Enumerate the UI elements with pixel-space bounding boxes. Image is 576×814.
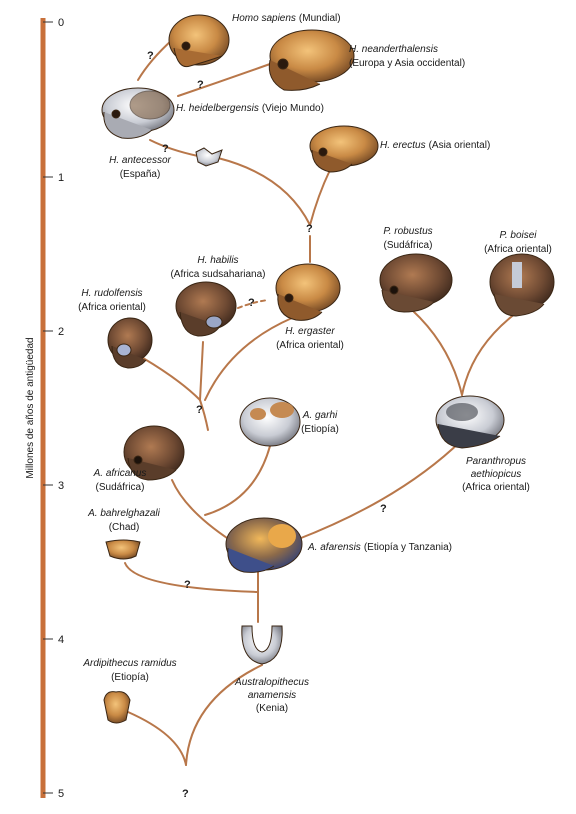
label-anamensis-name-1: Australopithecus	[234, 677, 309, 688]
axis-title: Millones de años de antigüedad	[25, 337, 36, 478]
label-boisei-name: P. boisei	[499, 230, 537, 241]
label-bahrelghazali-name: A. bahrelghazali	[87, 508, 160, 519]
label-rudolfensis-region: (Africa oriental)	[78, 302, 146, 313]
label-afarensis: A. afarensis(Etiopía y Tanzania)	[307, 542, 452, 553]
species-name: A. afarensis	[307, 542, 361, 553]
time-axis: 0 1 2 3 4 5 Millones de años de antigüed…	[25, 17, 64, 800]
label-robustus-name: P. robustus	[383, 226, 432, 237]
afarensis-skull-image	[225, 517, 303, 573]
branch-robustus	[411, 309, 463, 396]
branch-erectus-junction	[309, 169, 331, 226]
uncertainty-mark: ?	[147, 50, 154, 62]
branch-heidelbergensis-sapiens	[137, 39, 173, 81]
species-name: H. erectus	[380, 140, 426, 151]
aethiopicus-skull-image	[435, 395, 505, 449]
garhi-skull-image	[239, 397, 301, 447]
uncertainty-mark: ?	[248, 297, 255, 309]
label-ramidus-region: (Etiopía)	[111, 672, 149, 683]
anamensis-fossil-image	[241, 625, 283, 665]
species-region: (Viejo Mundo)	[262, 103, 324, 114]
species-region: (Etiopía y Tanzania)	[364, 542, 452, 553]
neanderthalensis-skull-image	[268, 29, 355, 91]
species-name: H. heidelbergensis	[176, 103, 259, 114]
branch-garhi	[204, 445, 271, 516]
axis-tick-label-2: 2	[58, 326, 64, 338]
branch-habilis-junction	[199, 341, 204, 401]
axis-tick-label-4: 4	[58, 634, 64, 646]
uncertainty-mark: ?	[196, 404, 203, 416]
label-africanus-name: A. africanus	[93, 468, 147, 479]
label-aethiopicus-name-1: Paranthropus	[466, 456, 526, 467]
species-region: (Mundial)	[299, 13, 341, 24]
label-erectus: H. erectus(Asia oriental)	[380, 140, 490, 151]
axis-tick-label-1: 1	[58, 172, 64, 184]
branch-ergaster-junction	[204, 317, 293, 401]
label-anamensis-region: (Kenia)	[256, 703, 288, 714]
label-anamensis-name-2: anamensis	[248, 690, 296, 701]
label-garhi-region: (Etiopía)	[301, 424, 339, 435]
robustus-skull-image	[379, 253, 453, 313]
uncertainty-mark: ?	[380, 503, 387, 515]
label-antecessor-name: H. antecessor	[109, 155, 171, 166]
uncertainty-mark: ?	[162, 143, 169, 155]
branch-habilis-ergaster	[237, 299, 269, 309]
branch-lines	[124, 39, 521, 766]
branch-heidelbergensis-antecessor	[149, 139, 199, 157]
uncertainty-mark: ?	[184, 579, 191, 591]
species-name: Homo sapiens	[232, 13, 296, 24]
label-rudolfensis-name: H. rudolfensis	[81, 288, 142, 299]
label-aethiopicus-name-2: aethiopicus	[471, 469, 522, 480]
species-labels: Homo sapiens(Mundial) H. neanderthalensi…	[78, 13, 552, 714]
label-heidelbergensis: H. heidelbergensis(Viejo Mundo)	[176, 103, 324, 114]
branch-africanus	[171, 479, 231, 541]
branch-boisei	[461, 309, 521, 396]
branch-bahrelghazali	[124, 562, 259, 593]
uncertainty-mark: ?	[182, 788, 189, 800]
antecessor-fossil-image	[195, 147, 223, 167]
axis-tick-label-3: 3	[58, 480, 64, 492]
label-robustus-region: (Sudáfrica)	[384, 240, 433, 251]
label-homo-sapiens: Homo sapiens(Mundial)	[232, 13, 341, 24]
homo-sapiens-skull-image	[168, 14, 230, 68]
branch-aethiopicus-afarensis	[295, 439, 463, 541]
habilis-skull-image	[175, 281, 237, 337]
ergaster-skull-image	[275, 263, 341, 321]
branch-rudolfensis-junction	[142, 357, 201, 401]
label-boisei-region: (Africa oriental)	[484, 244, 552, 255]
ramidus-fossil-image	[103, 691, 131, 724]
axis-tick-label-0: 0	[58, 17, 64, 29]
label-habilis-region: (Africa sudsahariana)	[170, 269, 265, 280]
axis-ticks	[43, 21, 53, 794]
branch-anamensis-root	[185, 664, 263, 766]
skull-illustrations	[101, 14, 555, 724]
branch-ramidus-root	[127, 711, 187, 766]
label-garhi-name: A. garhi	[302, 410, 338, 421]
label-ramidus-name: Ardipithecus ramidus	[82, 658, 176, 669]
branch-heidelbergensis-neanderthalensis	[177, 63, 271, 97]
heidelbergensis-skull-image	[101, 87, 175, 139]
label-africanus-region: (Sudáfrica)	[96, 482, 145, 493]
boisei-skull-image	[489, 253, 555, 317]
label-bahrelghazali-region: (Chad)	[109, 522, 140, 533]
label-habilis-name: H. habilis	[197, 255, 238, 266]
question-marks: ? ? ? ? ? ? ? ? ?	[147, 50, 387, 800]
bahrelghazali-fossil-image	[105, 539, 141, 560]
uncertainty-mark: ?	[197, 79, 204, 91]
label-aethiopicus-region: (Africa oriental)	[462, 482, 530, 493]
axis-tick-label-5: 5	[58, 788, 64, 800]
label-neanderthalensis-name: H. neanderthalensis	[349, 44, 438, 55]
label-ergaster-region: (Africa oriental)	[276, 340, 344, 351]
rudolfensis-skull-image	[107, 317, 153, 369]
erectus-skull-image	[309, 125, 379, 173]
branch-homo-stem	[199, 399, 209, 431]
branch-antecessor-junction	[217, 157, 311, 226]
species-region: (Asia oriental)	[429, 140, 491, 151]
uncertainty-mark: ?	[306, 223, 313, 235]
label-ergaster-name: H. ergaster	[285, 326, 335, 337]
africanus-skull-image	[123, 425, 185, 481]
label-antecessor-region: (España)	[120, 169, 161, 180]
label-neanderthalensis-region: (Europa y Asia occidental)	[349, 58, 465, 69]
